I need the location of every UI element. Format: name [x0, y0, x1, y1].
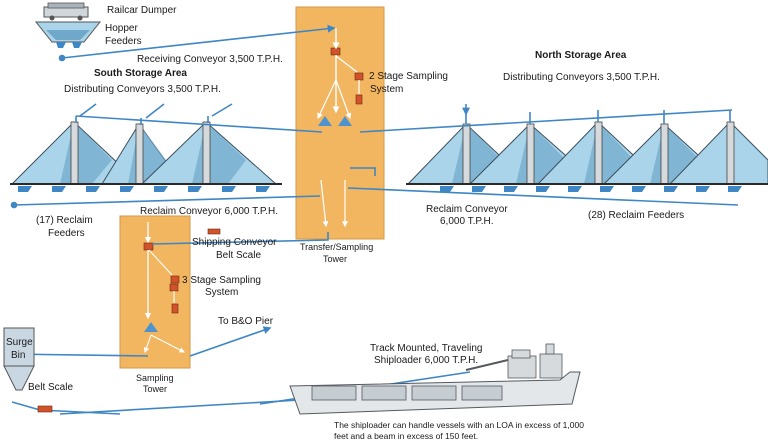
shipping-belt-scale-line1: Shipping Conveyor: [192, 237, 277, 248]
belt-scale-marker: [37, 405, 53, 413]
sampling-tower: [119, 215, 191, 369]
three-stage-sampling-line1: 3 Stage Sampling: [182, 275, 261, 286]
transfer-tower-label-line1: Transfer/Sampling: [300, 242, 373, 252]
shipping-belt-scale-marker: [207, 228, 221, 235]
north-reclaim-conveyor-line2: 6,000 T.P.H.: [440, 216, 494, 227]
south-storage-area-title: South Storage Area: [94, 68, 187, 79]
reclaim-feeders-28-label: (28) Reclaim Feeders: [588, 210, 684, 221]
railcar-dumper: [34, 2, 102, 48]
north-storage-area-title: North Storage Area: [535, 50, 627, 61]
reclaim-feeders-17-line1: (17) Reclaim: [36, 215, 93, 226]
surge-bin-label-line1: Surge: [6, 337, 33, 348]
shipping-belt-scale-line2: Belt Scale: [216, 250, 261, 261]
two-stage-sampling-line1: 2 Stage Sampling: [369, 71, 448, 82]
surge-bin-label-line2: Bin: [11, 350, 25, 361]
surge-bin: [3, 327, 35, 391]
north-distributing-label: Distributing Conveyors 3,500 T.P.H.: [503, 72, 660, 83]
sampling-tower-label-line1: Sampling: [136, 373, 174, 383]
three-stage-sampling-line2: System: [205, 287, 238, 298]
to-bo-pier-label: To B&O Pier: [218, 316, 274, 327]
ship: [289, 343, 581, 415]
railcar-dumper-label: Railcar Dumper: [107, 5, 177, 16]
hopper-label-line1: Hopper: [105, 23, 138, 34]
north-reclaim-conveyor-line1: Reclaim Conveyor: [426, 204, 508, 215]
south-distributing-label: Distributing Conveyors 3,500 T.P.H.: [64, 84, 221, 95]
two-stage-sampling-line2: System: [370, 84, 403, 95]
belt-scale-label: Belt Scale: [28, 382, 73, 393]
transfer-sampling-tower: [295, 6, 385, 240]
shiploader-label-line2: Shiploader 6,000 T.P.H.: [374, 355, 478, 366]
south-reclaim-feeders: [18, 186, 270, 192]
sampling-tower-label-line2: Tower: [143, 384, 167, 394]
transfer-tower-label-line2: Tower: [323, 254, 347, 264]
south-reclaim-conveyor-label: Reclaim Conveyor 6,000 T.P.H.: [140, 206, 278, 217]
south-storage-piles: [10, 121, 282, 185]
north-reclaim-feeders: [440, 186, 742, 192]
receiving-conveyor-label: Receiving Conveyor 3,500 T.P.H.: [137, 54, 283, 65]
shiploader: [465, 349, 537, 379]
labels: Railcar Dumper Hopper Feeders Receiving …: [6, 5, 684, 441]
footnote-line2: feet and a beam in excess of 150 feet.: [334, 431, 478, 441]
reclaim-feeders-17-line2: Feeders: [48, 228, 85, 239]
shiploader-label-line1: Track Mounted, Traveling: [370, 343, 482, 354]
footnote-line1: The shiploader can handle vessels with a…: [334, 420, 584, 430]
north-storage-piles: [406, 121, 768, 185]
hopper-label-line2: Feeders: [105, 36, 142, 47]
